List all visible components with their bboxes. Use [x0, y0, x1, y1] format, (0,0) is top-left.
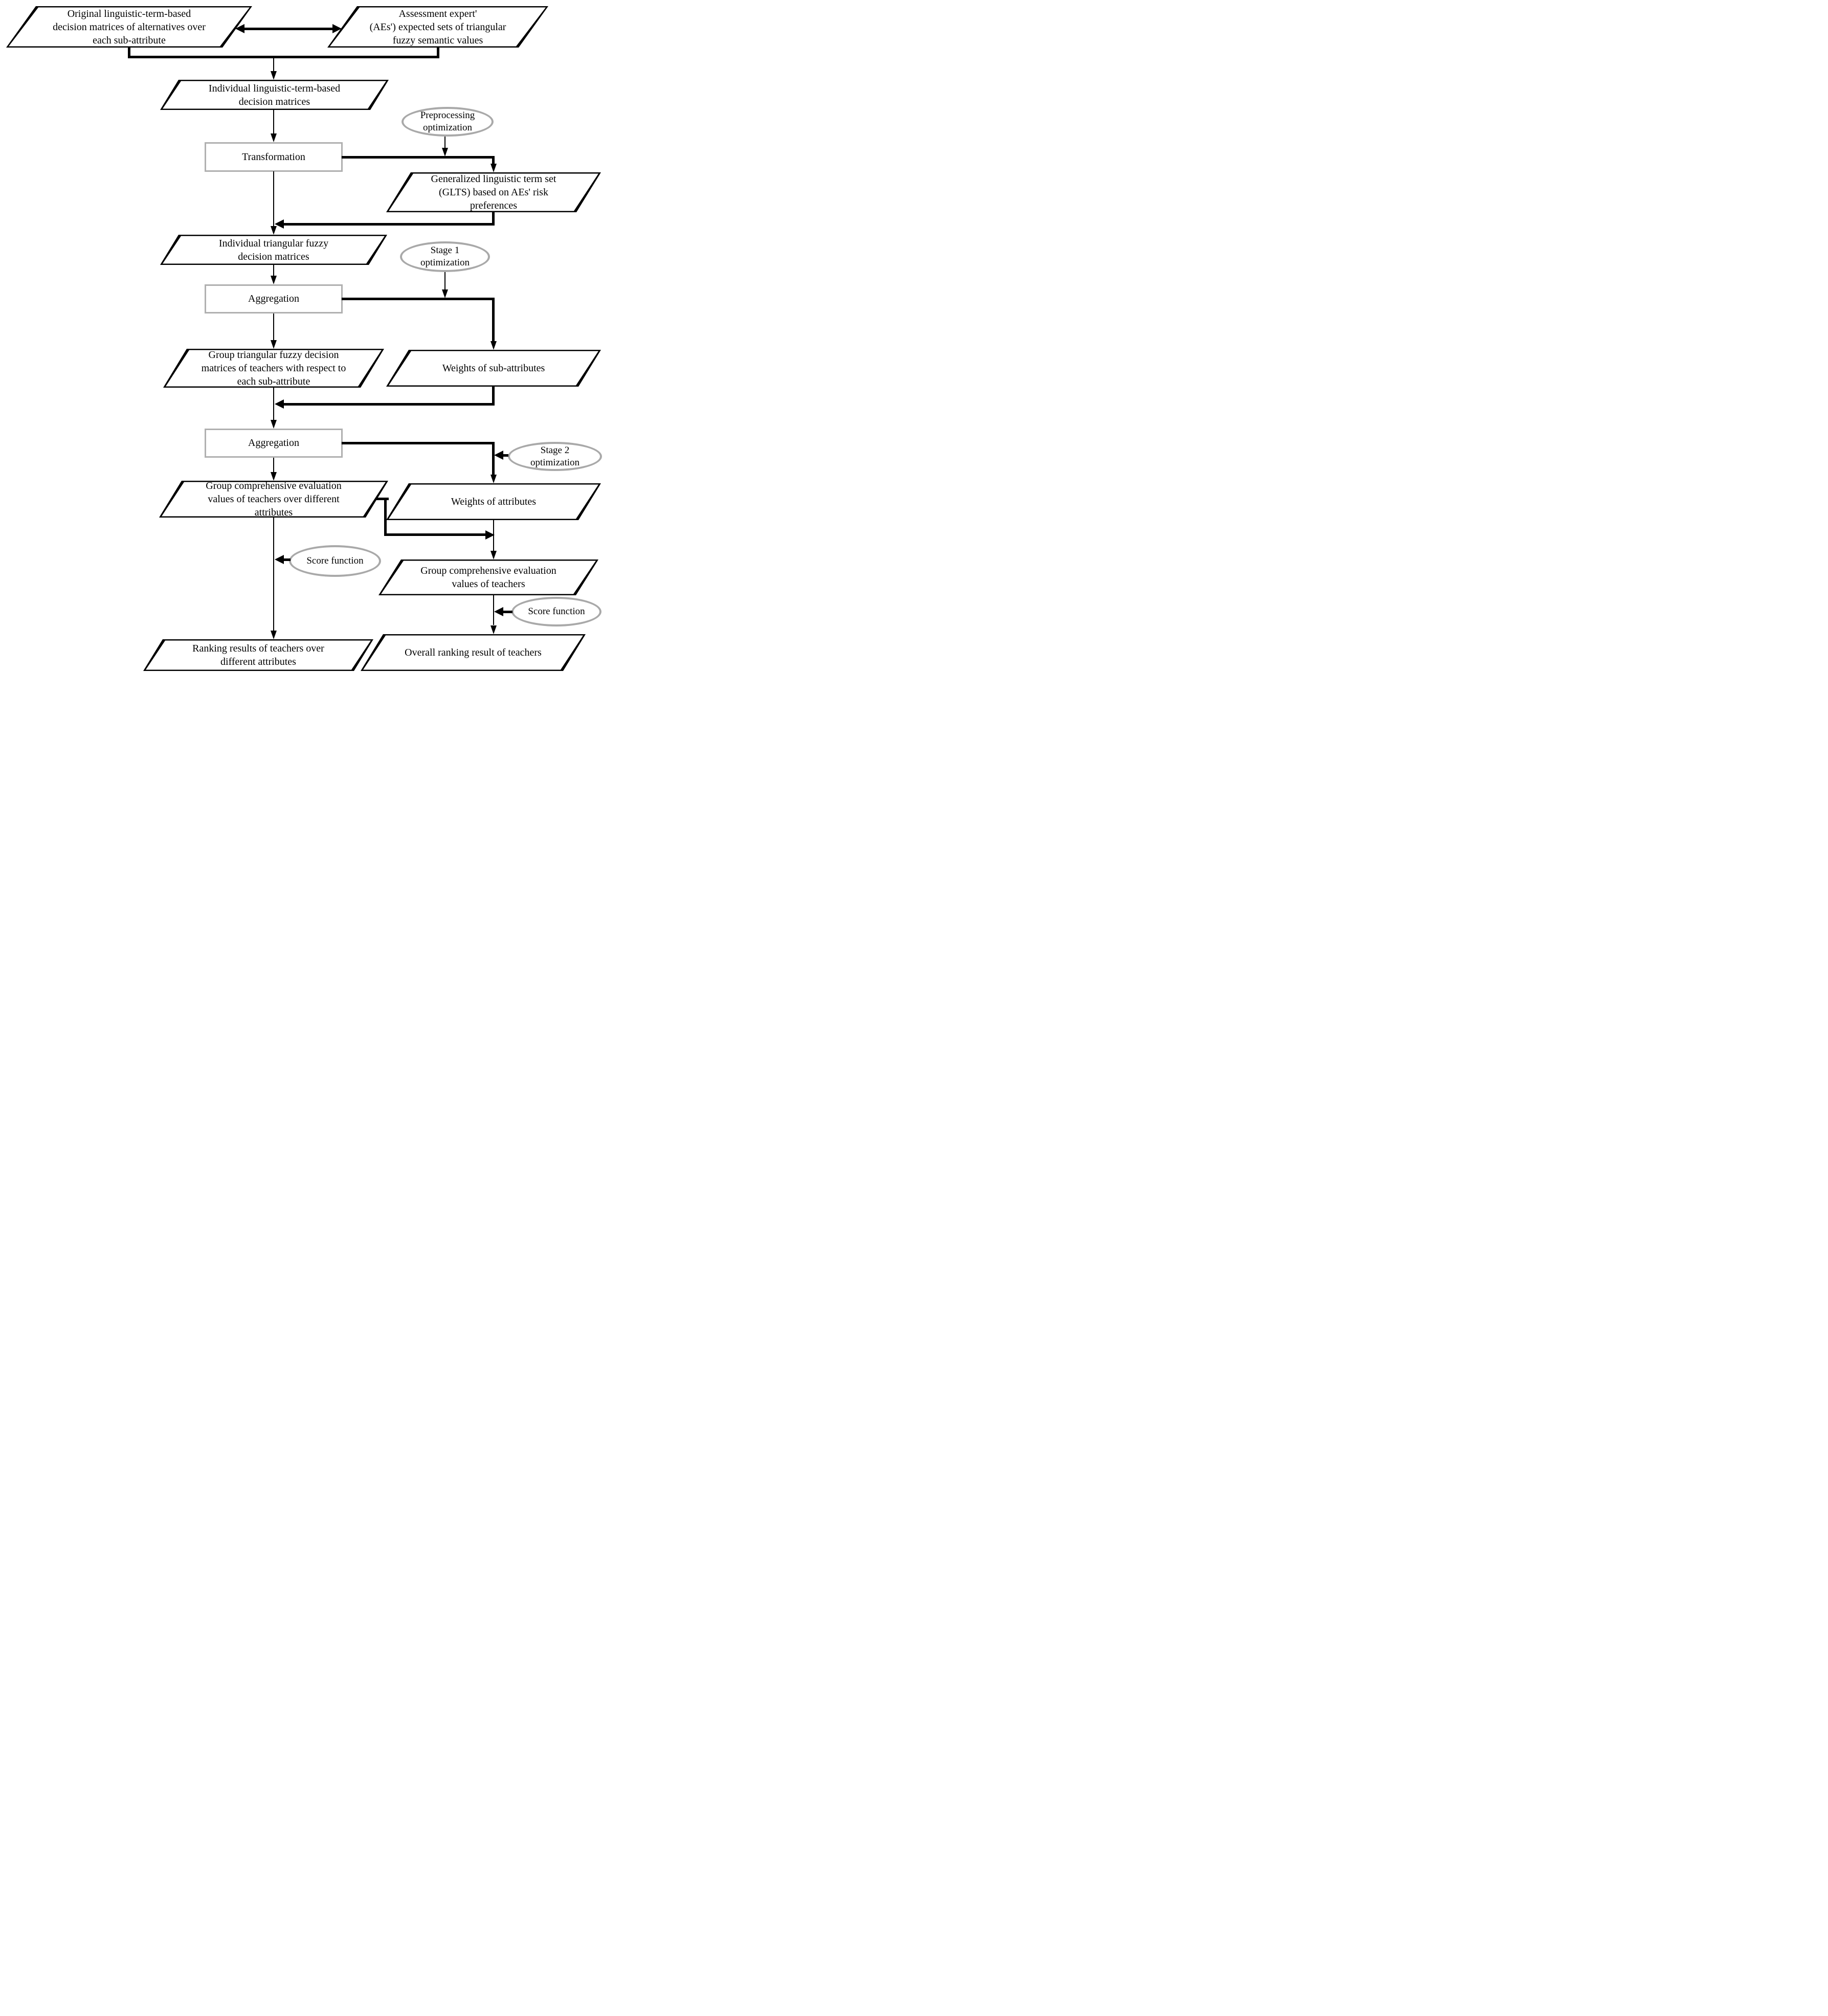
- flowchart-canvas: Original linguistic-term-based decision …: [0, 0, 609, 672]
- arrow-stage2-shaft: [503, 454, 508, 457]
- arrowhead-glts-merge: [275, 219, 284, 229]
- connector-aggregation1-right: [342, 298, 495, 300]
- arrowhead-score-right: [494, 607, 503, 616]
- node-group-comp-diff-attributes: Group comprehensive evaluation values of…: [159, 480, 388, 518]
- node-score-function-right-label: Score function: [528, 606, 585, 617]
- node-group-tri-matrices: Group triangular fuzzy decision matrices…: [163, 349, 384, 388]
- connector-weights-sub-down: [492, 299, 495, 342]
- node-weights-attributes: Weights of attributes: [386, 483, 601, 520]
- node-original-matrices: Original linguistic-term-based decision …: [6, 6, 252, 48]
- node-ranking-results-label: Ranking results of teachers over differe…: [192, 643, 324, 667]
- node-assessment-expert: Assessment expert' (AEs') expected sets …: [327, 6, 548, 48]
- arrowhead-weights-sub-merge: [275, 399, 284, 409]
- arrowhead-score-left: [275, 555, 284, 564]
- node-overall-ranking: Overall ranking result of teachers: [361, 634, 586, 671]
- connector-weights-sub-elbow-horizontal: [283, 403, 495, 406]
- node-transformation-label: Transformation: [242, 151, 305, 163]
- connector-gcd-elbow-horizontal: [384, 533, 486, 536]
- connector-merge-right-vertical: [437, 48, 439, 58]
- node-glts: Generalized linguistic term set (GLTS) b…: [386, 172, 601, 212]
- arrowhead-into-aggregation2: [271, 420, 277, 429]
- connector-aggregation2-right: [342, 442, 495, 444]
- node-stage1-optimization-label: Stage 1 optimization: [420, 245, 470, 268]
- arrow-bidirectional-shaft: [244, 28, 333, 30]
- arrowhead-stage2: [494, 451, 503, 460]
- connector-glts-down: [492, 157, 495, 165]
- connector-merge-left-vertical: [128, 48, 130, 58]
- arrow-score-left-shaft: [283, 558, 291, 561]
- arrowhead-stage1: [442, 289, 448, 298]
- node-preprocessing-optimization: Preprocessing optimization: [402, 107, 494, 137]
- connector-main-vertical-2: [273, 388, 274, 420]
- node-individual-lt-matrices: Individual linguistic-term-based decisio…: [160, 80, 389, 110]
- node-assessment-expert-label: Assessment expert' (AEs') expected sets …: [369, 8, 506, 46]
- arrowhead-into-weights-sub: [491, 341, 497, 350]
- node-individual-tri-matrices-label: Individual triangular fuzzy decision mat…: [218, 237, 329, 262]
- node-weights-sub-attributes-label: Weights of sub-attributes: [442, 363, 545, 374]
- arrowhead-preprocessing: [442, 148, 448, 156]
- connector-weights-attr-down: [493, 520, 494, 551]
- connector-weights-sub-elbow-vertical: [492, 387, 495, 406]
- arrowhead-bidirectional-right: [332, 24, 342, 33]
- connector-group-comp-teachers-down: [493, 595, 494, 625]
- node-group-comp-teachers-label: Group comprehensive evaluation values of…: [420, 565, 556, 590]
- node-group-comp-diff-attributes-label: Group comprehensive evaluation values of…: [206, 480, 342, 518]
- arrow-score-right-shaft: [503, 611, 512, 613]
- arrowhead-bidirectional-left: [235, 24, 244, 33]
- arrowhead-into-aggregation1: [271, 276, 277, 284]
- node-original-matrices-label: Original linguistic-term-based decision …: [53, 8, 206, 46]
- arrow-merge-down-shaft: [273, 57, 274, 72]
- node-weights-attributes-label: Weights of attributes: [451, 496, 537, 507]
- arrowhead-into-glts: [491, 164, 497, 172]
- arrow-individual-tri-to-aggregation1-shaft: [273, 265, 274, 277]
- node-aggregation1: Aggregation: [205, 284, 343, 313]
- connector-main-vertical-3: [273, 518, 274, 631]
- connector-glts-elbow-vertical: [492, 212, 495, 226]
- arrowhead-into-group-comp-teachers: [491, 551, 497, 559]
- arrowhead-into-individual-lt: [271, 71, 277, 80]
- arrowhead-into-ranking: [271, 631, 277, 639]
- node-stage2-optimization: Stage 2 optimization: [508, 442, 602, 471]
- arrowhead-into-transformation: [271, 133, 277, 142]
- node-score-function-left: Score function: [289, 545, 381, 577]
- arrow-preprocessing-shaft: [444, 137, 445, 149]
- arrow-aggregation1-to-group-tri-shaft: [273, 313, 274, 341]
- arrowhead-into-group-tri: [271, 340, 277, 349]
- node-transformation: Transformation: [205, 142, 343, 172]
- node-weights-sub-attributes: Weights of sub-attributes: [386, 350, 601, 387]
- node-score-function-left-label: Score function: [306, 555, 364, 566]
- arrowhead-gcd-merge: [485, 530, 495, 540]
- node-ranking-results: Ranking results of teachers over differe…: [143, 639, 373, 671]
- arrow-aggregation2-to-group-comp-shaft: [273, 458, 274, 473]
- node-group-tri-matrices-label: Group triangular fuzzy decision matrices…: [201, 349, 346, 387]
- node-group-comp-teachers: Group comprehensive evaluation values of…: [378, 559, 598, 595]
- node-preprocessing-optimization-label: Preprocessing optimization: [420, 110, 475, 133]
- node-individual-lt-matrices-label: Individual linguistic-term-based decisio…: [208, 82, 341, 107]
- node-overall-ranking-label: Overall ranking result of teachers: [405, 647, 542, 658]
- connector-merge-horizontal: [128, 56, 439, 58]
- node-glts-label: Generalized linguistic term set (GLTS) b…: [431, 173, 556, 211]
- arrowhead-into-weights-attr: [491, 475, 497, 483]
- node-stage2-optimization-label: Stage 2 optimization: [530, 444, 580, 468]
- node-score-function-right: Score function: [511, 597, 601, 626]
- arrow-individual-lt-to-transformation-shaft: [273, 110, 274, 134]
- arrowhead-into-overall: [491, 625, 497, 634]
- node-aggregation2: Aggregation: [205, 429, 343, 458]
- connector-transformation-right: [342, 156, 495, 159]
- connector-glts-elbow-horizontal: [283, 223, 495, 226]
- connector-gcd-exit: [376, 498, 389, 500]
- node-individual-tri-matrices: Individual triangular fuzzy decision mat…: [160, 235, 387, 265]
- connector-aggregation2-down: [492, 443, 495, 475]
- arrow-stage1-shaft: [444, 272, 445, 290]
- connector-gcd-elbow-vertical: [384, 499, 387, 535]
- node-aggregation2-label: Aggregation: [248, 437, 299, 449]
- arrowhead-into-group-comp-diff: [271, 472, 277, 481]
- node-stage1-optimization: Stage 1 optimization: [400, 241, 490, 272]
- connector-main-vertical-1: [273, 171, 274, 227]
- node-aggregation1-label: Aggregation: [248, 293, 299, 304]
